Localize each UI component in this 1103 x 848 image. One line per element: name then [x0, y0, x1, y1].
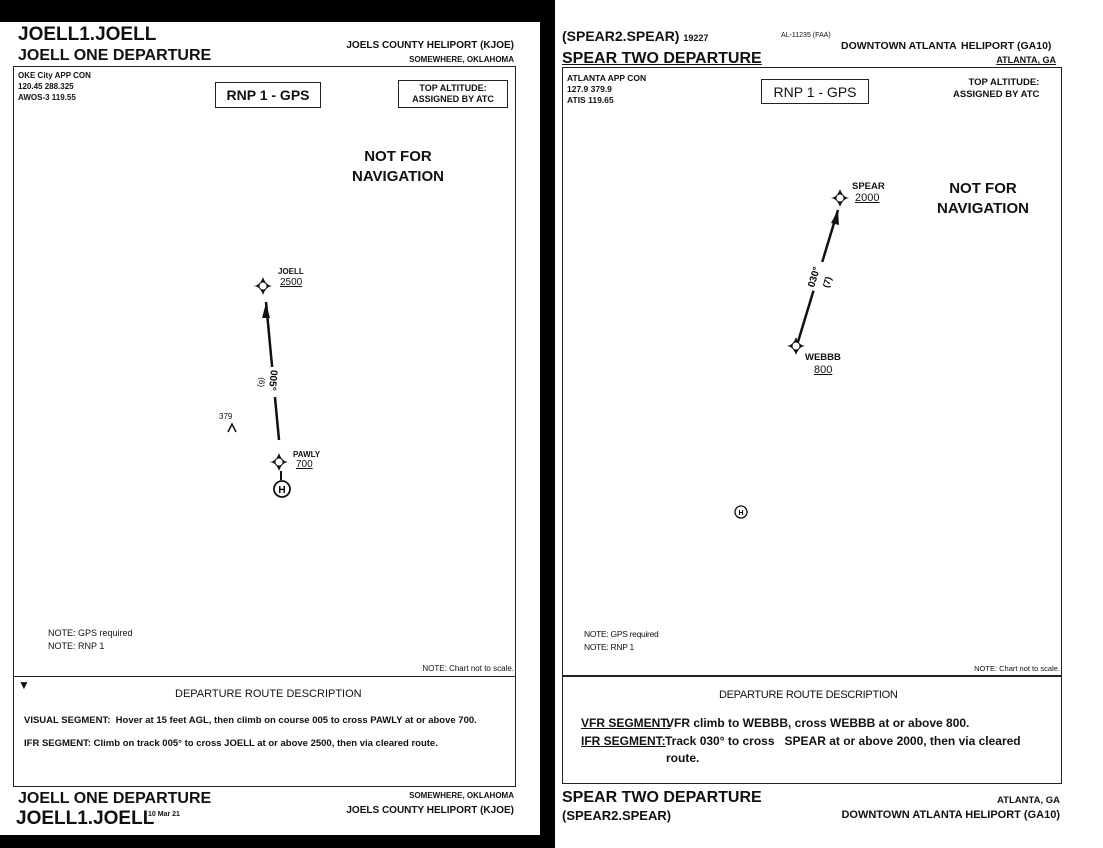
heliport-icon [273, 480, 291, 498]
comms-line: ATLANTA APP CON [567, 73, 647, 83]
chart-frame [13, 66, 516, 787]
waypoint-name: SPEAR [852, 181, 885, 192]
triangle-marker-icon: ▼ [18, 678, 30, 692]
top-altitude: TOP ALTITUDE: ASSIGNED BY ATC [953, 77, 1039, 101]
waypoint-pawly-icon [269, 453, 289, 471]
segment-text: Track 030° to cross SPEAR at or above 20… [665, 734, 1021, 748]
al-reference: AL-11235 (FAA) [781, 32, 831, 39]
note-line: NOTE: RNP 1 [48, 641, 105, 651]
comms-line: ATIS 119.65 [567, 95, 614, 105]
footer-title: JOELL ONE DEPARTURE [18, 790, 212, 807]
notes: NOTE: GPS required NOTE: RNP 1 [48, 627, 133, 653]
segment-text-continued: route. [666, 751, 700, 765]
svg-text:H: H [738, 510, 743, 517]
warning-line: NAVIGATION [352, 168, 444, 185]
waypoint-altitude: 2000 [855, 192, 880, 204]
warning-line: NOT FOR [364, 148, 432, 165]
warning-line: NOT FOR [949, 180, 1017, 197]
top-altitude-value: ASSIGNED BY ATC [412, 94, 494, 104]
svg-text:H: H [278, 485, 285, 496]
obstacle-icon [227, 422, 237, 433]
segment-label: VFR SEGMENT: [581, 716, 671, 730]
waypoint-name: PAWLY [293, 450, 321, 459]
waypoint-altitude: 700 [296, 459, 313, 470]
svg-text:(7): (7) [821, 275, 834, 288]
svg-text:(6): (6) [257, 377, 267, 388]
footer-airport: JOELS COUNTY HELIPORT (KJOE) [346, 805, 514, 816]
right-departure-chart: (SPEAR2.SPEAR) 19227 AL-11235 (FAA) DOWN… [555, 0, 1103, 848]
footer-airport: DOWNTOWN ATLANTA HELIPORT (GA10) [841, 809, 1060, 821]
heliport-icon [734, 505, 748, 519]
footer-location: SOMEWHERE, OKLAHOMA [409, 791, 514, 800]
footer-title: SPEAR TWO DEPARTURE [562, 789, 762, 806]
note-line: NOTE: GPS required [584, 629, 659, 639]
description-title: DEPARTURE ROUTE DESCRIPTION [175, 688, 362, 700]
waypoint-webbb-icon [786, 337, 806, 355]
chart-title: SPEAR TWO DEPARTURE [562, 50, 762, 67]
nav-spec-box: RNP 1 - GPS [761, 79, 869, 104]
description-frame [562, 676, 1062, 784]
chart-code: JOELL1.JOELL [18, 24, 157, 45]
chart-title: JOELL ONE DEPARTURE [18, 47, 212, 64]
waypoint-name: JOELL [278, 267, 304, 276]
description-segment: VISUAL SEGMENT: Hover at 15 feet AGL, th… [24, 715, 477, 726]
comms-line: OKE City APP CON [18, 71, 91, 80]
chart-code: (SPEAR2.SPEAR) 19227 [562, 28, 708, 44]
comms-line: 120.45 288.325 [18, 82, 74, 91]
top-altitude-label: TOP ALTITUDE: [968, 77, 1040, 88]
nav-spec-box: RNP 1 - GPS [215, 82, 321, 108]
top-altitude-value: ASSIGNED BY ATC [953, 89, 1040, 100]
footer-code: (SPEAR2.SPEAR) [562, 808, 672, 823]
svg-text:005°: 005° [266, 369, 279, 391]
description-segment: IFR SEGMENT: Climb on track 005° to cros… [24, 738, 438, 749]
divider [13, 676, 516, 677]
segment-label: VISUAL SEGMENT: [24, 715, 111, 726]
waypoint-altitude: 800 [814, 364, 833, 376]
airport-name: JOELS COUNTY HELIPORT (KJOE) [346, 40, 514, 51]
comms-line: 127.9 379.9 [567, 84, 612, 94]
segment-label: IFR SEGMENT: [24, 738, 92, 749]
top-altitude-box: TOP ALTITUDE: ASSIGNED BY ATC [398, 80, 508, 108]
waypoint-name: WEBBB [805, 352, 841, 363]
location: SOMEWHERE, OKLAHOMA [409, 55, 514, 64]
footer-location: ATLANTA, GA [997, 795, 1060, 806]
route-diagram: H 030° (7) [734, 189, 850, 519]
chart-number: 19227 [683, 33, 709, 43]
left-departure-chart: JOELL1.JOELL JOELL ONE DEPARTURE JOELS C… [0, 22, 540, 835]
description-title: DEPARTURE ROUTE DESCRIPTION [719, 689, 898, 701]
not-for-navigation: NOT FOR NAVIGATION [352, 147, 444, 187]
waypoint-altitude: 2500 [280, 277, 303, 288]
comms-block: OKE City APP CON 120.45 288.325 AWOS-3 1… [18, 70, 91, 103]
comms-block: ATLANTA APP CON 127.9 379.9 ATIS 119.65 [567, 73, 646, 106]
segment-label: IFR SEGMENT: [581, 734, 666, 748]
obstacle-height: 379 [219, 412, 233, 421]
location: ATLANTA, GA [996, 55, 1056, 65]
airport-name-a: DOWNTOWN ATLANTA [841, 40, 957, 52]
notes: NOTE: GPS required NOTE: RNP 1 [584, 628, 659, 654]
segment-text: Climb on track 005° to cross JOELL at or… [93, 738, 438, 749]
scale-note: NOTE: Chart not to scale. [974, 664, 1060, 673]
not-for-navigation: NOT FOR NAVIGATION [937, 179, 1029, 219]
airport-name-b: HELIPORT (GA10) [961, 40, 1052, 52]
note-line: NOTE: RNP 1 [584, 642, 634, 652]
segment-text: Hover at 15 feet AGL, then climb on cour… [115, 715, 477, 726]
waypoint-joell-icon [253, 277, 273, 295]
chart-frame [562, 67, 1062, 676]
footer-code: JOELL1.JOELL [16, 808, 155, 829]
top-altitude-label: TOP ALTITUDE: [419, 83, 487, 93]
route-diagram: H 005° (6) [227, 277, 291, 498]
chart-code-text: (SPEAR2.SPEAR) [562, 28, 680, 44]
scale-note: NOTE: Chart not to scale. [422, 664, 514, 673]
footer-date: 10 Mar 21 [148, 811, 180, 818]
segment-text: VFR climb to WEBBB, cross WEBBB at or ab… [666, 716, 970, 730]
comms-line: AWOS-3 119.55 [18, 93, 76, 102]
waypoint-spear-icon [830, 189, 850, 207]
note-line: NOTE: GPS required [48, 628, 133, 638]
warning-line: NAVIGATION [937, 200, 1029, 217]
